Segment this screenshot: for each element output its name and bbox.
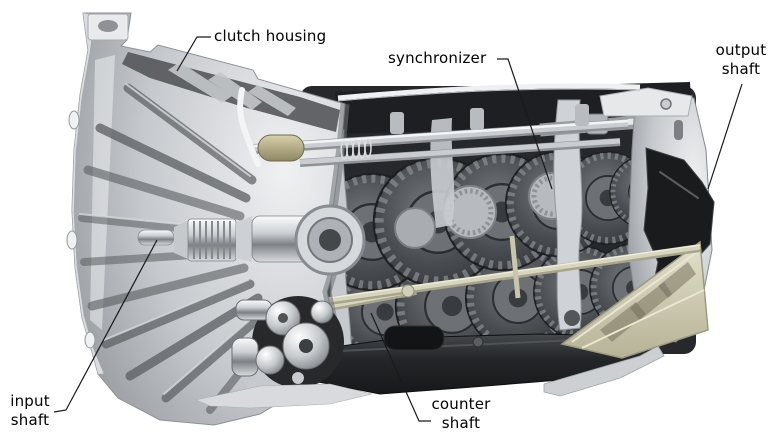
label-text: shaft bbox=[441, 414, 481, 432]
label-clutch-housing: clutch housing bbox=[214, 27, 326, 46]
label-text: input bbox=[10, 392, 50, 410]
leader-lines bbox=[53, 36, 743, 422]
label-counter-shaft: counter shaft bbox=[424, 395, 498, 433]
leader-synchronizer bbox=[497, 58, 553, 190]
label-output-shaft: output shaft bbox=[703, 41, 770, 79]
label-text: clutch housing bbox=[214, 27, 327, 45]
front-sill bbox=[195, 383, 373, 409]
label-synchronizer: synchronizer bbox=[388, 49, 486, 68]
label-text: counter bbox=[431, 395, 491, 413]
shift-rails bbox=[253, 104, 629, 167]
label-text: shaft bbox=[721, 60, 761, 78]
selector-lattice-bracket bbox=[560, 240, 709, 359]
label-text: shaft bbox=[10, 411, 50, 429]
selector-rod bbox=[317, 235, 701, 313]
leader-counter-shaft bbox=[370, 312, 431, 422]
input-shaft-part bbox=[137, 204, 366, 276]
label-text: output bbox=[715, 41, 767, 59]
shift-linkage-assembly bbox=[231, 296, 344, 391]
leader-clutch-housing bbox=[176, 36, 211, 72]
label-input-shaft: input shaft bbox=[4, 392, 56, 430]
leader-input-shaft bbox=[53, 239, 158, 413]
label-text: synchronizer bbox=[388, 49, 487, 67]
leader-output-shaft bbox=[707, 83, 743, 190]
case-cut-rims bbox=[237, 83, 641, 167]
detent-spring bbox=[340, 138, 372, 160]
